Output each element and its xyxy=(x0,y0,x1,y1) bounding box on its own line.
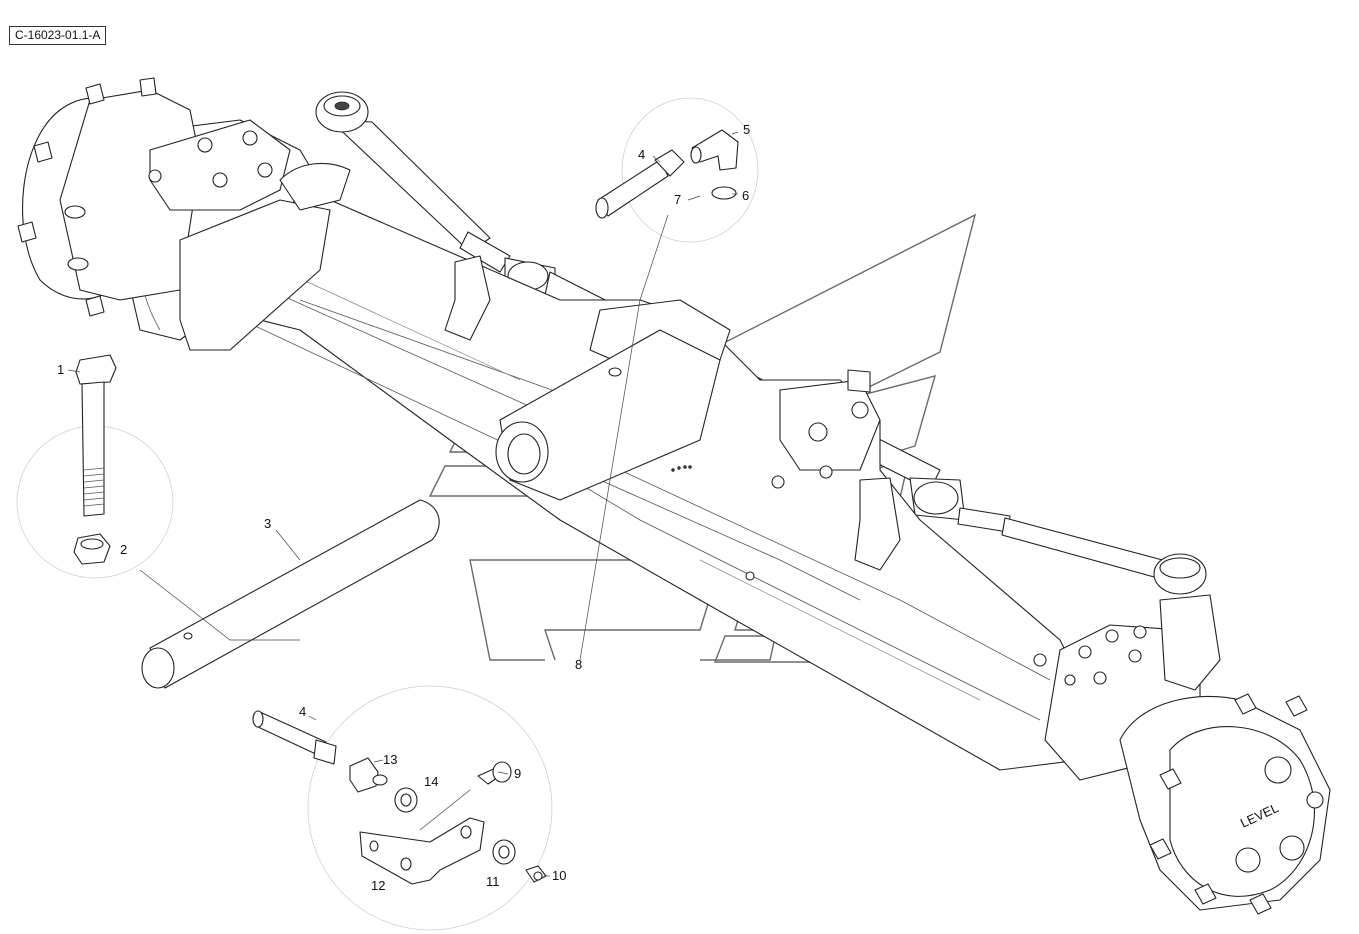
part-12-bracket xyxy=(359,817,485,885)
axle-housing xyxy=(109,119,1098,771)
callout-13: 13 xyxy=(383,752,397,767)
part-3-pivot-pin xyxy=(141,499,440,689)
callout-9: 9 xyxy=(514,766,521,781)
part-4-shaft-top xyxy=(595,149,685,219)
part-1-bolt xyxy=(75,354,117,517)
part-6-o-ring xyxy=(711,186,737,200)
callout-12: 12 xyxy=(371,878,385,893)
callout-5: 5 xyxy=(743,122,750,137)
part-2-nut xyxy=(73,533,111,565)
drawing-reference-code: C-16023-01.1-A xyxy=(9,26,107,45)
part-13-block xyxy=(349,757,388,793)
leader-lines xyxy=(67,131,739,877)
callout-6: 6 xyxy=(742,188,749,203)
callout-10: 10 xyxy=(552,868,566,883)
callout-3: 3 xyxy=(264,516,271,531)
left-wheel-hub xyxy=(17,77,351,351)
part-5-elbow-fitting xyxy=(690,129,739,171)
detail-circle-fitting xyxy=(621,97,759,243)
detail-circle-bracket xyxy=(307,685,553,931)
part-4-shaft-bottom xyxy=(252,710,337,765)
callout-4-top: 4 xyxy=(638,147,645,162)
part-14-washer xyxy=(394,787,418,813)
callout-2: 2 xyxy=(120,542,127,557)
callout-14: 14 xyxy=(424,774,438,789)
callout-1: 1 xyxy=(57,362,64,377)
callout-4-bottom: 4 xyxy=(299,704,306,719)
part-9-bolt xyxy=(477,761,512,785)
callout-11: 11 xyxy=(486,874,500,889)
part-11-washer xyxy=(492,839,516,865)
right-wheel-hub: LEVEL xyxy=(1044,594,1331,915)
callout-labels: 1 2 3 4 5 6 7 8 4 13 14 9 12 11 10 xyxy=(57,122,750,893)
callout-7: 7 xyxy=(674,192,681,207)
callout-8: 8 xyxy=(575,657,582,672)
